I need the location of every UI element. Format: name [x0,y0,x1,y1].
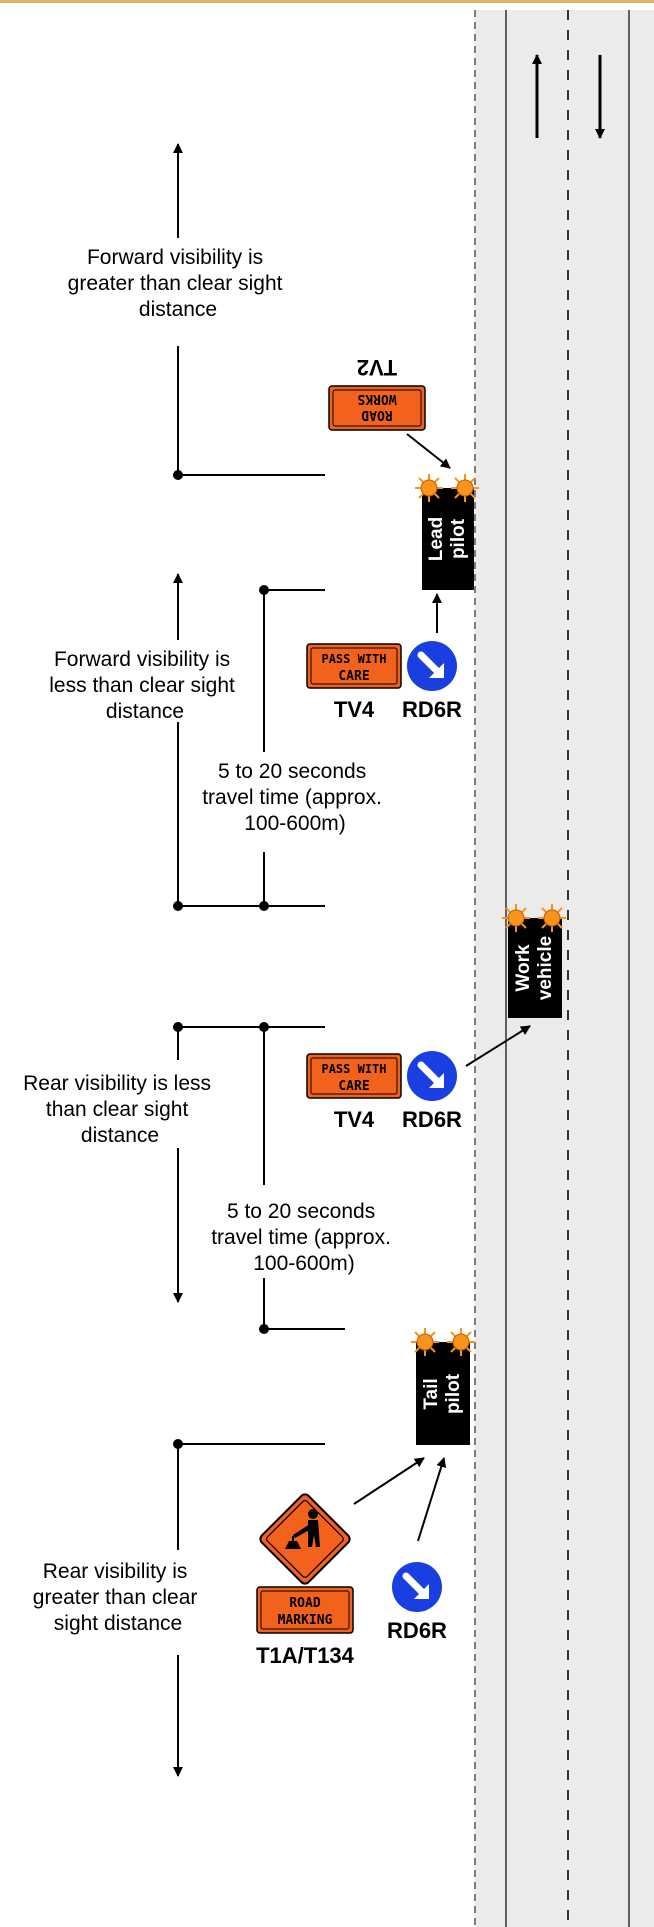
dim-node [259,1022,269,1032]
beacon-icon [537,903,567,933]
rd6r-code-upper: RD6R [402,697,462,722]
svg-text:PASS WITH: PASS WITH [321,1062,386,1076]
dim-node [173,470,183,480]
lead-pilot-vehicle: Lead pilot [422,488,474,590]
dim-node [259,585,269,595]
tv4-code-lower: TV4 [334,1107,375,1132]
beacon-icon [450,473,480,503]
fwd-greater-dimension [173,143,325,476]
svg-text:Work: Work [513,944,534,992]
work-vehicle-pointer-arrow [465,1025,531,1067]
travel-time-label-1: 5 to 20 seconds travel time (approx. 100… [202,760,388,835]
fwd-less-dimension [173,573,325,907]
keep-right-icon [407,641,457,691]
t1a-code: T1A/T134 [256,1643,355,1668]
tv4-sign-upper: PASS WITH CARE [306,643,402,689]
beacon-icon [414,473,444,503]
svg-text:TV2: TV2 [357,355,397,380]
worker-icon [285,1509,320,1549]
svg-text:ROAD: ROAD [289,1596,320,1611]
keep-right-icon [407,1051,457,1101]
top-border [0,0,654,3]
svg-text:Lead: Lead [426,517,447,561]
road-works-diamond-sign [259,1493,351,1585]
beacon-icon [501,903,531,933]
svg-text:MARKING: MARKING [278,1613,333,1628]
svg-text:Tail: Tail [421,1378,442,1409]
t1a-pointer-arrow [353,1457,425,1505]
svg-text:pilot: pilot [443,1373,464,1414]
rear-less-dimension [173,1026,345,1330]
rear-greater-dimension [173,1443,325,1777]
tv4-code-upper: TV4 [334,697,375,722]
dim-node [173,1022,183,1032]
travel-time-label-2: 5 to 20 seconds travel time (approx. 100… [211,1200,397,1275]
rear-greater-label: Rear visibility is greater than clear si… [33,1560,203,1635]
road [474,10,654,1927]
svg-text:CARE: CARE [338,1079,369,1094]
road-marking-sign: ROAD MARKING [256,1586,354,1634]
svg-text:WORKS: WORKS [357,391,396,406]
keep-right-icon [392,1562,442,1612]
rd6r-code-bottom: RD6R [387,1618,447,1643]
dim-node [259,901,269,911]
beacon-icon [446,1327,476,1357]
fwd-greater-label: Forward visibility is greater than clear… [68,246,289,321]
tv4-sign-lower: PASS WITH CARE [306,1053,402,1099]
rd6r-code-lower: RD6R [402,1107,462,1132]
rd6r-bottom-pointer-arrow [417,1457,447,1542]
dim-node [259,1324,269,1334]
svg-text:PASS WITH: PASS WITH [321,652,386,666]
dim-node [173,1439,183,1449]
svg-text:CARE: CARE [338,669,369,684]
dim-node [173,901,183,911]
fwd-less-label: Forward visibility is less than clear si… [49,648,240,723]
beacon-icon [410,1327,440,1357]
tv2-sign: ROAD WORKS TV2 [328,355,426,431]
svg-text:pilot: pilot [448,518,469,559]
tv2-pointer-arrow [406,433,451,469]
svg-text:ROAD: ROAD [361,407,392,422]
work-vehicle: Work vehicle [508,918,562,1018]
tail-pilot-vehicle: Tail pilot [416,1342,470,1445]
svg-text:vehicle: vehicle [535,936,556,1000]
rear-less-label: Rear visibility is less than clear sight… [23,1072,217,1147]
